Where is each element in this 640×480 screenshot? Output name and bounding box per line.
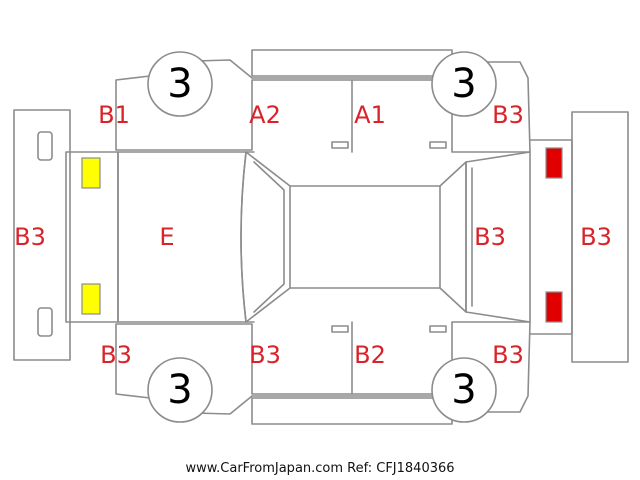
label-front-door-right: B3: [249, 341, 281, 369]
label-rear-quarter-left: B3: [492, 101, 524, 129]
label-tailgate: B3: [474, 223, 506, 251]
label-rear-door-right: B2: [354, 341, 386, 369]
footer-reference: www.CarFromJapan.com Ref: CFJ1840366: [185, 461, 454, 476]
label-front-fender-right: B3: [100, 341, 132, 369]
label-rear-door-left: A1: [354, 101, 386, 129]
left-side-sill: [251, 49, 453, 77]
tire-rear-right: 3: [431, 357, 497, 423]
right-side-sill: [251, 397, 453, 425]
svg-text:3: 3: [167, 61, 192, 107]
tire-rear-left: 3: [431, 51, 497, 117]
car-top-view: [65, 139, 573, 335]
label-hood: E: [159, 223, 174, 251]
label-front-bumper: B3: [14, 223, 46, 251]
svg-text:3: 3: [451, 367, 476, 413]
tire-front-right: 3: [147, 357, 213, 423]
label-rear-quarter-right: B3: [492, 341, 524, 369]
label-front-fender-left: B1: [98, 101, 130, 129]
svg-text:3: 3: [451, 61, 476, 107]
rear-lamp-left: [545, 147, 563, 179]
label-front-door-left: A2: [249, 101, 281, 129]
svg-text:3: 3: [167, 367, 192, 413]
rear-lamp-right: [545, 291, 563, 323]
label-rear-bumper: B3: [580, 223, 612, 251]
front-lamp-right: [81, 283, 101, 315]
front-lamp-left: [81, 157, 101, 189]
front-bumper: [13, 109, 71, 361]
tire-front-left: 3: [147, 51, 213, 117]
